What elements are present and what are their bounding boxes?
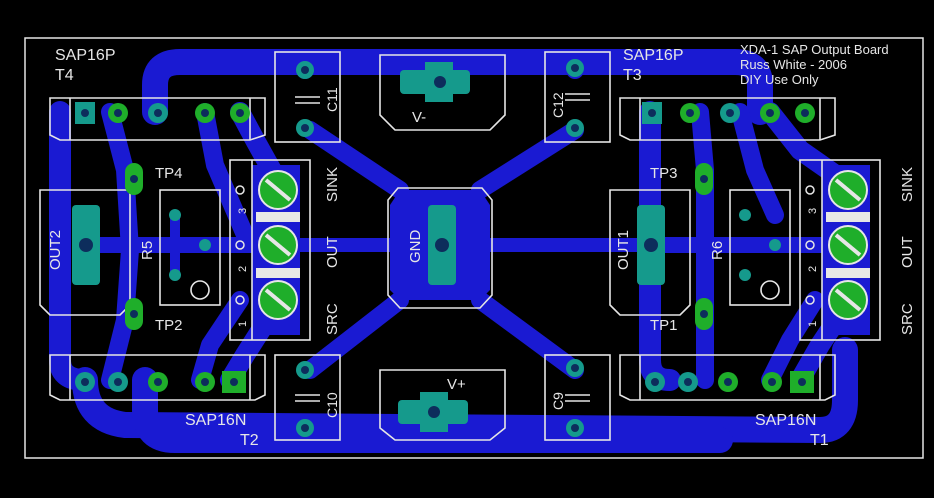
- left-sink-label: SINK: [324, 167, 341, 202]
- t4-part-label: SAP16P: [55, 47, 115, 64]
- t2-part-label: SAP16N: [185, 412, 246, 429]
- left-pin1-label: 1: [237, 321, 249, 327]
- right-out-label: OUT: [899, 236, 916, 268]
- r6-label: R6: [709, 241, 726, 260]
- right-pin1-label: 1: [807, 321, 819, 327]
- silkscreen-text: XDA-1 SAP Output Board Russ White - 2006…: [47, 42, 916, 449]
- c10-label: C10: [324, 392, 340, 418]
- right-src-label: SRC: [899, 303, 916, 335]
- left-pin3-label: 3: [237, 208, 249, 214]
- title-line-3: DIY Use Only: [740, 72, 819, 87]
- t2-ref-label: T2: [240, 432, 259, 449]
- left-out-label: OUT: [324, 236, 341, 268]
- left-pin2-label: 2: [237, 266, 249, 272]
- t4-ref-label: T4: [55, 67, 74, 84]
- t3-ref-label: T3: [623, 67, 642, 84]
- left-src-label: SRC: [324, 303, 341, 335]
- out2-label: OUT2: [47, 230, 64, 270]
- tp2-label: TP2: [155, 317, 183, 334]
- right-pin3-label: 3: [807, 208, 819, 214]
- tp4-label: TP4: [155, 165, 183, 182]
- pads: [72, 59, 870, 437]
- tp1-label: TP1: [650, 317, 678, 334]
- c9-label: C9: [550, 392, 566, 410]
- tp3-label: TP3: [650, 165, 678, 182]
- title-line-1: XDA-1 SAP Output Board: [740, 42, 889, 57]
- board-outline: [24, 37, 924, 459]
- r5-label: R5: [139, 241, 156, 260]
- c11-label: C11: [324, 87, 340, 112]
- c12-label: C12: [550, 92, 566, 118]
- vminus-label: V-: [412, 109, 426, 126]
- gnd-label: GND: [407, 230, 424, 264]
- t1-part-label: SAP16N: [755, 412, 816, 429]
- title-line-2: Russ White - 2006: [740, 57, 847, 72]
- silkscreen-layer: [39, 51, 881, 441]
- t1-ref-label: T1: [810, 432, 829, 449]
- out1-label: OUT1: [615, 230, 632, 270]
- right-pin2-label: 2: [807, 266, 819, 272]
- right-sink-label: SINK: [899, 167, 916, 202]
- t3-part-label: SAP16P: [623, 47, 683, 64]
- vplus-label: V+: [447, 376, 466, 393]
